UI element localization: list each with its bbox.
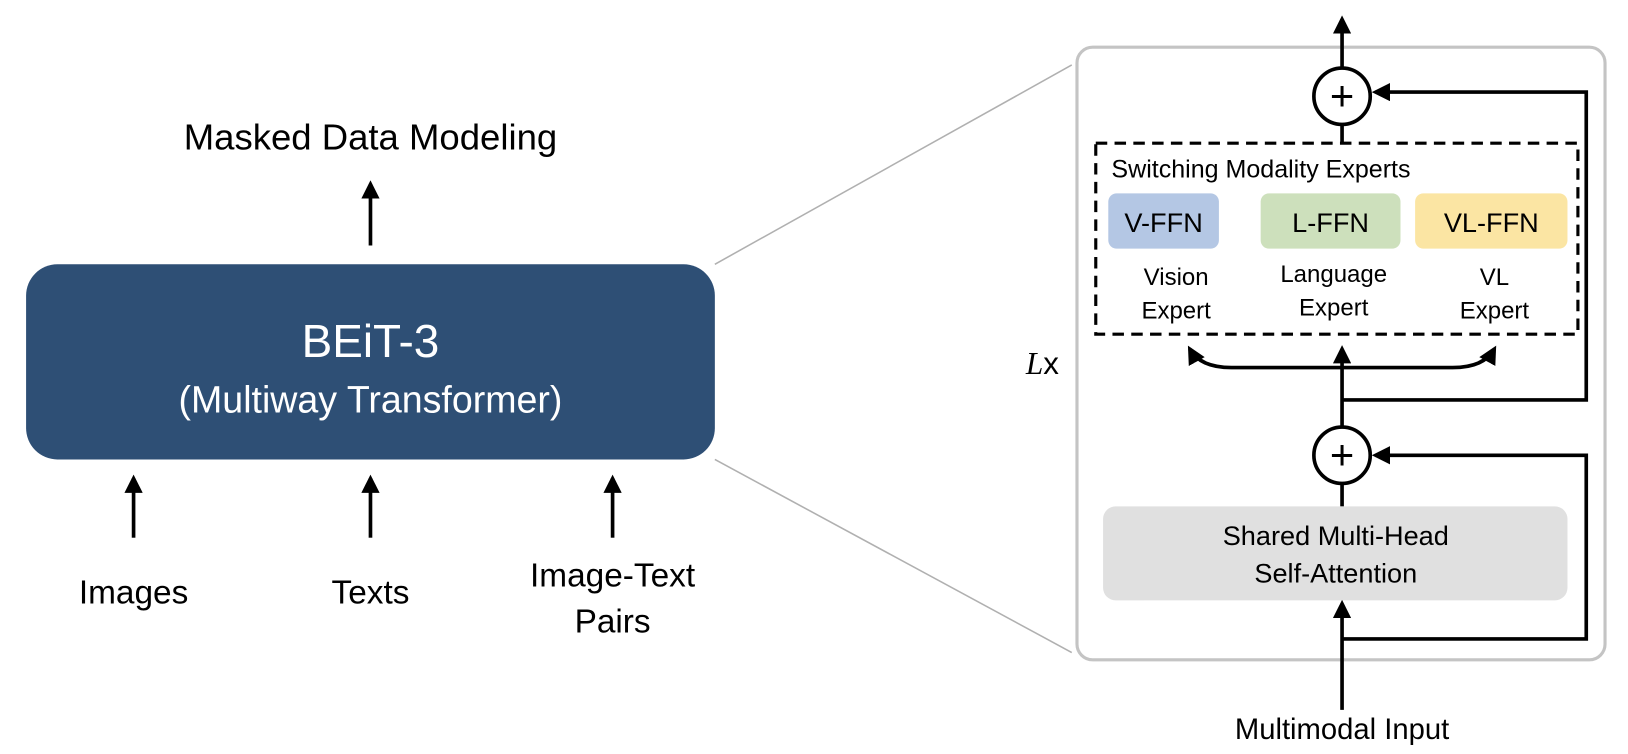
language-expert-line1: Language bbox=[1280, 261, 1387, 288]
vl-expert-line1: VL bbox=[1480, 264, 1509, 291]
input-images: Images bbox=[79, 574, 188, 611]
zoom-line-bottom bbox=[714, 458, 1073, 654]
multimodal-input-label: Multimodal Input bbox=[1235, 714, 1449, 746]
experts-dashed-box bbox=[1094, 141, 1580, 336]
route-arrow-left bbox=[1187, 345, 1343, 370]
residual-connection-bottom bbox=[1342, 446, 1589, 641]
model-title: BEiT-3 bbox=[302, 315, 440, 367]
l-ffn-label: L-FFN bbox=[1292, 207, 1369, 238]
zoom-line-top bbox=[714, 64, 1073, 265]
vl-expert-line2: Expert bbox=[1460, 298, 1530, 325]
objective-label: Masked Data Modeling bbox=[184, 116, 557, 157]
input-texts: Texts bbox=[332, 574, 410, 611]
attention-line2: Self-Attention bbox=[1254, 558, 1417, 589]
plus-icon: + bbox=[1330, 72, 1354, 119]
plus-icon: + bbox=[1330, 431, 1354, 478]
experts-title: Switching Modality Experts bbox=[1111, 156, 1410, 184]
input-pairs: Pairs bbox=[575, 604, 651, 641]
vision-expert-line1: Vision bbox=[1144, 264, 1209, 291]
route-arrow-right bbox=[1342, 345, 1497, 370]
v-ffn-box bbox=[1108, 193, 1219, 249]
vl-ffn-label: VL-FFN bbox=[1444, 207, 1539, 238]
vision-expert-line2: Expert bbox=[1141, 298, 1211, 325]
shared-attention-box bbox=[1103, 506, 1568, 601]
v-ffn-label: V-FFN bbox=[1124, 207, 1202, 238]
model-subtitle: (Multiway Transformer) bbox=[179, 378, 563, 420]
input-image-text: Image-Text bbox=[530, 558, 696, 595]
attention-line1: Shared Multi-Head bbox=[1223, 520, 1449, 551]
l-ffn-box bbox=[1260, 193, 1401, 249]
language-expert-line2: Expert bbox=[1299, 294, 1369, 321]
beit3-model-box bbox=[26, 264, 715, 460]
vl-ffn-box bbox=[1415, 193, 1568, 249]
layer-repeat-label: Lx bbox=[1025, 346, 1059, 381]
residual-connection-top bbox=[1342, 82, 1589, 402]
